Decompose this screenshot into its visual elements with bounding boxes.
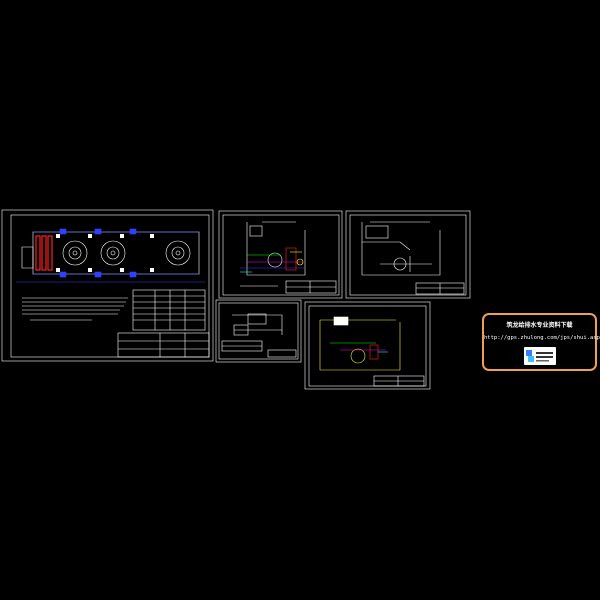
- zhulong-logo-icon: [524, 347, 556, 365]
- watermark-title: 筑龙给排水专业资料下载: [506, 322, 573, 329]
- watermark-box: 筑龙给排水专业资料下载 http://gps.zhulong.com/jps/s…: [482, 313, 600, 371]
- drawing-sheet-2: [218, 210, 343, 299]
- drawing-sheet-5: [304, 301, 431, 390]
- watermark-url[interactable]: http://gps.zhulong.com/jps/shui.asp: [484, 335, 600, 341]
- drawing-sheet-1: [1, 209, 214, 362]
- drawing-sheet-3: [345, 210, 471, 299]
- drawing-sheet-4: [215, 299, 302, 363]
